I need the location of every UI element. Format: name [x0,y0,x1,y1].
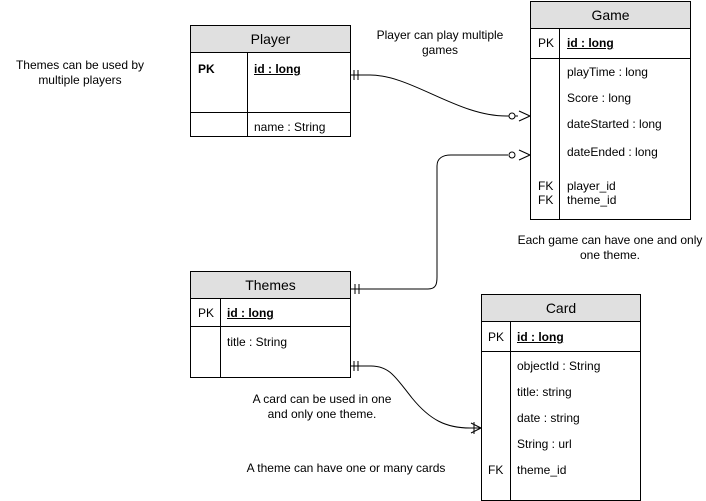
card-entity-title: Card [482,295,640,322]
game-row-divider [531,58,690,59]
game-field-dateended: dateEnded : long [567,145,658,159]
note-themes-multiple-players-line-1: Themes can be used by [15,58,145,72]
card-pk-label: PK [488,330,505,344]
game-entity[interactable]: Game PK id : long playTime : long Score … [530,1,691,220]
themes-game-connector [351,154,508,290]
note-game-one-theme-line-2: one theme. [579,248,641,262]
note-player-multiple-games-line-2: games [421,43,459,57]
themes-column-divider [220,299,221,377]
card-fk-theme-id: theme_id [517,463,567,477]
game-field-playtime: playTime : long [567,65,648,79]
themes-entity[interactable]: Themes PK id : long title : String [190,271,351,378]
player-pk-field: id : long [254,62,301,76]
themes-card-connector [351,365,481,429]
themes-row-divider [191,326,350,327]
game-fk-player-id: player_id [567,179,616,193]
note-card-one-theme-line-2: and only one theme. [267,407,377,421]
game-end-zero-many-icon [508,110,531,122]
game-field-score: Score : long [567,91,632,105]
game-column-divider [559,29,560,219]
note-game-one-theme: Each game can have one and only one them… [510,233,706,263]
themes-field-title: title : String [227,335,288,349]
game-entity-title: Game [531,2,690,29]
game-pk-field: id : long [567,36,614,50]
card-field-date: date : string [517,411,580,425]
card-column-divider [510,322,511,500]
card-row-divider [482,351,640,352]
card-field-objectid: objectId : String [517,359,601,373]
themes-entity-title: Themes [191,272,350,299]
themes-end-one-mandatory-icon [354,284,360,294]
note-card-one-theme: A card can be used in one and only one t… [244,392,400,422]
player-field-name: name : String [254,120,326,134]
player-game-connector [351,74,518,117]
player-row-divider [191,112,350,113]
note-themes-multiple-players: Themes can be used by multiple players [10,58,150,88]
themes-pk-field: id : long [227,306,274,320]
note-player-multiple-games: Player can play multiple games [370,28,510,58]
game-field-datestarted: dateStarted : long [567,117,662,131]
note-game-one-theme-line-1: Each game can have one and only [517,233,703,247]
card-field-url: String : url [517,437,572,451]
game-fk-label-2: FK [538,193,554,207]
note-themes-multiple-players-line-2: multiple players [38,73,122,87]
player-column-divider [247,53,248,136]
player-entity-title: Player [191,26,350,53]
note-player-multiple-games-line-1: Player can play multiple [376,28,504,42]
player-pk-label: PK [198,62,215,76]
card-end-one-many-icon [470,422,482,434]
card-fk-label: FK [488,463,504,477]
card-field-title: title: string [517,385,572,399]
game-pk-label: PK [538,36,555,50]
game-end-zero-many-icon-2 [508,149,531,161]
note-card-one-theme-line-1: A card can be used in one [252,392,392,406]
game-fk-label-1: FK [538,179,554,193]
themes-pk-label: PK [198,306,215,320]
player-end-one-mandatory-icon [353,70,359,80]
game-fk-theme-id: theme_id [567,193,617,207]
note-theme-many-cards-line-1: A theme can have one or many cards [246,461,446,475]
player-entity[interactable]: Player PK id : long name : String [190,25,351,137]
card-entity[interactable]: Card PK id : long objectId : String titl… [481,294,641,501]
themes-card-one-mandatory-icon [353,361,359,371]
note-theme-many-cards: A theme can have one or many cards [236,461,456,476]
card-pk-field: id : long [517,330,564,344]
